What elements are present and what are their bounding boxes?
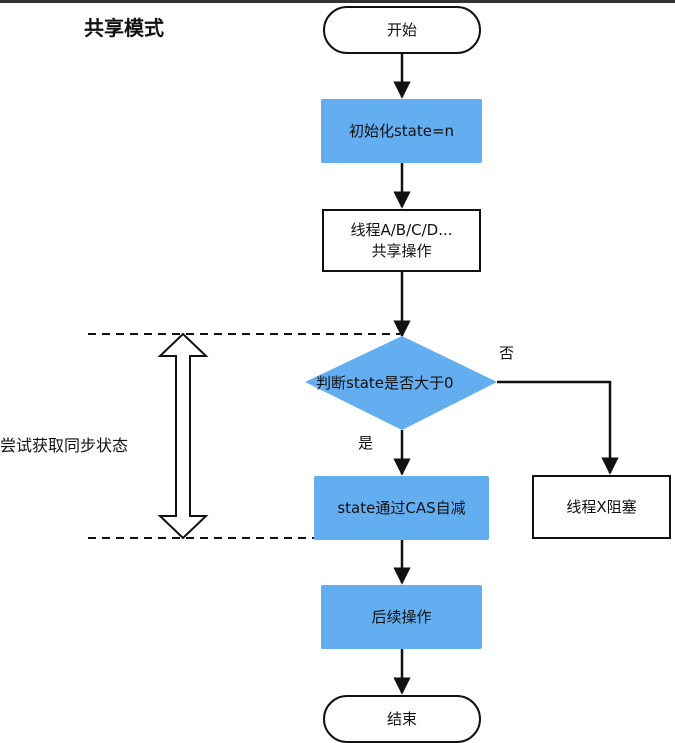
diagram-title: 共享模式 (84, 16, 164, 40)
threads-line2: 共享操作 (371, 241, 432, 260)
decision-diamond (305, 336, 497, 430)
decision-label: 判断state是否大于0 (316, 374, 454, 392)
end-node: 结束 (323, 695, 481, 743)
edge-label-no: 否 (499, 344, 515, 362)
thread-blocked-label: 线程X阻塞 (566, 497, 637, 516)
end-node-label: 结束 (386, 709, 417, 728)
follow-up-node: 后续操作 (321, 585, 482, 649)
follow-up-label: 后续操作 (371, 607, 432, 626)
threads-line1: 线程A/B/C/D... (350, 220, 453, 239)
cas-decrement-node: state通过CAS自减 (314, 476, 489, 540)
window-top-edge (0, 0, 675, 3)
start-node: 开始 (323, 6, 481, 54)
side-label: 尝试获取同步状态 (0, 436, 129, 455)
range-double-arrow (157, 332, 209, 540)
thread-blocked-node: 线程X阻塞 (532, 475, 671, 539)
arrow-decision-to-blocked (497, 380, 619, 475)
init-state-label: 初始化state=n (348, 121, 455, 140)
edge-label-yes: 是 (358, 434, 374, 452)
cas-decrement-label: state通过CAS自减 (337, 498, 466, 517)
init-state-node: 初始化state=n (321, 99, 482, 163)
threads-shared-node: 线程A/B/C/D... 共享操作 (322, 209, 481, 272)
start-node-label: 开始 (386, 20, 417, 39)
